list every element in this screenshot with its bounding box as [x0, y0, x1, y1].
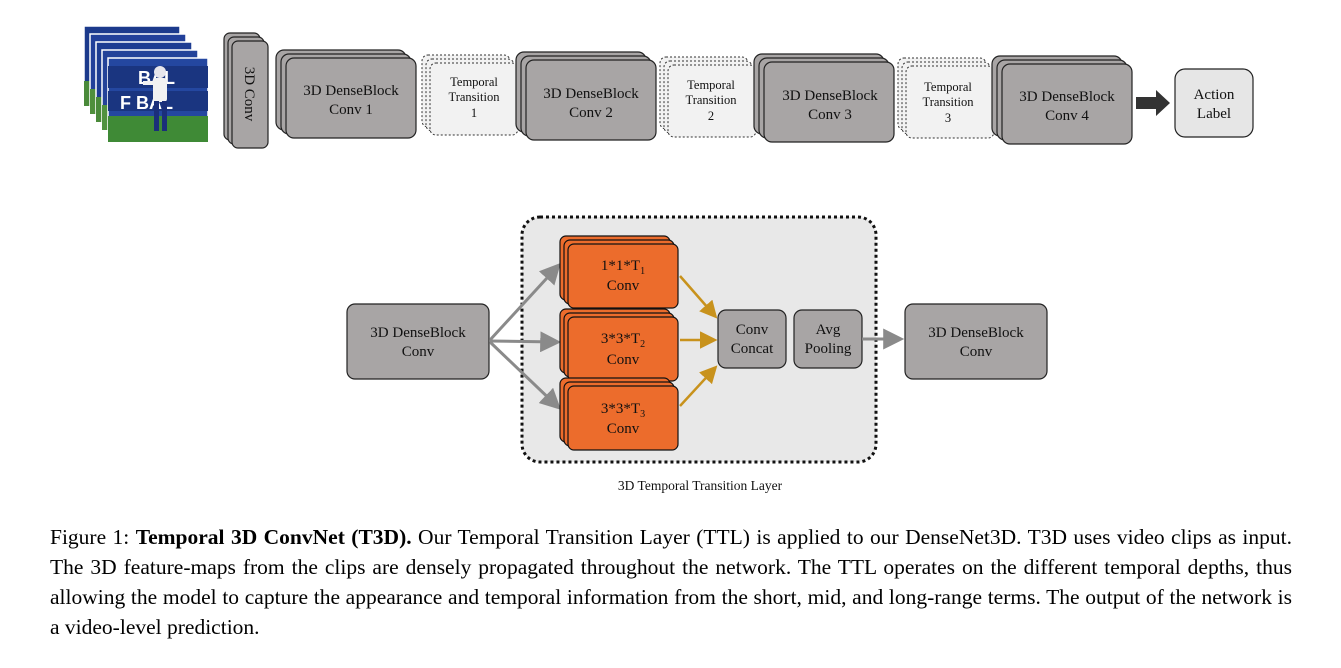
- action-label-block: Action Label: [1174, 68, 1254, 138]
- branch-to-concat-arrows: [679, 275, 718, 407]
- ttl-branch-1: 1*1*T1 Conv: [559, 235, 679, 309]
- tt1-line3: 1: [471, 106, 477, 120]
- ttl-input-denseblock: 3D DenseBlock Conv: [346, 303, 490, 380]
- ttl-input-line1: 3D DenseBlock: [370, 325, 466, 341]
- conv3d-block: 3D Conv: [223, 32, 269, 149]
- denseblock-2-line2: Conv 2: [569, 105, 613, 121]
- block-arrow-icon: [1136, 90, 1170, 116]
- branch-3-kernel: 3*3*T3: [601, 401, 645, 420]
- pool-line2: Pooling: [805, 341, 852, 357]
- caption-body: Our Temporal Transition Layer (TTL) is a…: [50, 525, 1293, 639]
- denseblock-1-line1: 3D DenseBlock: [303, 83, 399, 99]
- conv3d-label: 3D Conv: [241, 67, 257, 122]
- denseblock-3-line1: 3D DenseBlock: [782, 88, 878, 104]
- denseblock-2: 3D DenseBlock Conv 2: [515, 51, 657, 141]
- avg-pooling-block: Avg Pooling: [793, 309, 863, 369]
- branch-2-label: Conv: [607, 352, 640, 368]
- figure-caption: Figure 1: Temporal 3D ConvNet (T3D). Our…: [50, 522, 1292, 642]
- temporal-transition-1: Temporal Transition 1: [421, 54, 519, 136]
- tt2-line3: 2: [708, 109, 714, 123]
- tt3-line1: Temporal: [924, 80, 972, 94]
- tt2-line2: Transition: [686, 93, 738, 107]
- ttl-branch-2: 3*3*T2 Conv: [559, 308, 679, 382]
- ttl-output-line2: Conv: [960, 344, 993, 360]
- input-to-branch-arrows: [488, 262, 562, 410]
- ttl-output-denseblock: 3D DenseBlock Conv: [904, 303, 1048, 380]
- denseblock-3: 3D DenseBlock Conv 3: [753, 53, 895, 143]
- tt3-line2: Transition: [923, 95, 975, 109]
- pool-line1: Avg: [816, 322, 841, 338]
- ttl-input-line2: Conv: [402, 344, 435, 360]
- tt1-line1: Temporal: [450, 75, 498, 89]
- temporal-transition-3: Temporal Transition 3: [897, 57, 995, 139]
- branch-2-kernel: 3*3*T2: [601, 331, 645, 350]
- temporal-transition-2: Temporal Transition 2: [659, 56, 757, 138]
- action-label-line1: Action: [1194, 87, 1235, 103]
- tt3-line3: 3: [945, 111, 951, 125]
- branch-1-label: Conv: [607, 278, 640, 294]
- t3d-diagram: BAL F BAL 3D Conv 3D DenseBlock Conv 1 T…: [83, 25, 1254, 493]
- denseblock-4-line1: 3D DenseBlock: [1019, 89, 1115, 105]
- denseblock-2-line1: 3D DenseBlock: [543, 86, 639, 102]
- branch-1-kernel: 1*1*T1: [601, 258, 645, 277]
- denseblock-4: 3D DenseBlock Conv 4: [991, 55, 1133, 145]
- conv-concat-block: Conv Concat: [717, 309, 787, 369]
- tt1-line2: Transition: [449, 90, 501, 104]
- concat-line2: Concat: [731, 341, 774, 357]
- denseblock-4-line2: Conv 4: [1045, 108, 1089, 124]
- concat-line1: Conv: [736, 322, 769, 338]
- ttl-title: 3D Temporal Transition Layer: [618, 478, 783, 493]
- caption-prefix: Figure 1:: [50, 525, 136, 549]
- video-frames-image: BAL F BAL: [83, 25, 209, 143]
- branch-3-label: Conv: [607, 421, 640, 437]
- denseblock-3-line2: Conv 3: [808, 107, 852, 123]
- ttl-branch-3: 3*3*T3 Conv: [559, 377, 679, 451]
- caption-bold: Temporal 3D ConvNet (T3D).: [135, 525, 412, 549]
- action-label-line2: Label: [1197, 106, 1231, 122]
- tt2-line1: Temporal: [687, 78, 735, 92]
- denseblock-1: 3D DenseBlock Conv 1: [275, 49, 417, 139]
- denseblock-1-line2: Conv 1: [329, 102, 373, 118]
- ttl-output-line1: 3D DenseBlock: [928, 325, 1024, 341]
